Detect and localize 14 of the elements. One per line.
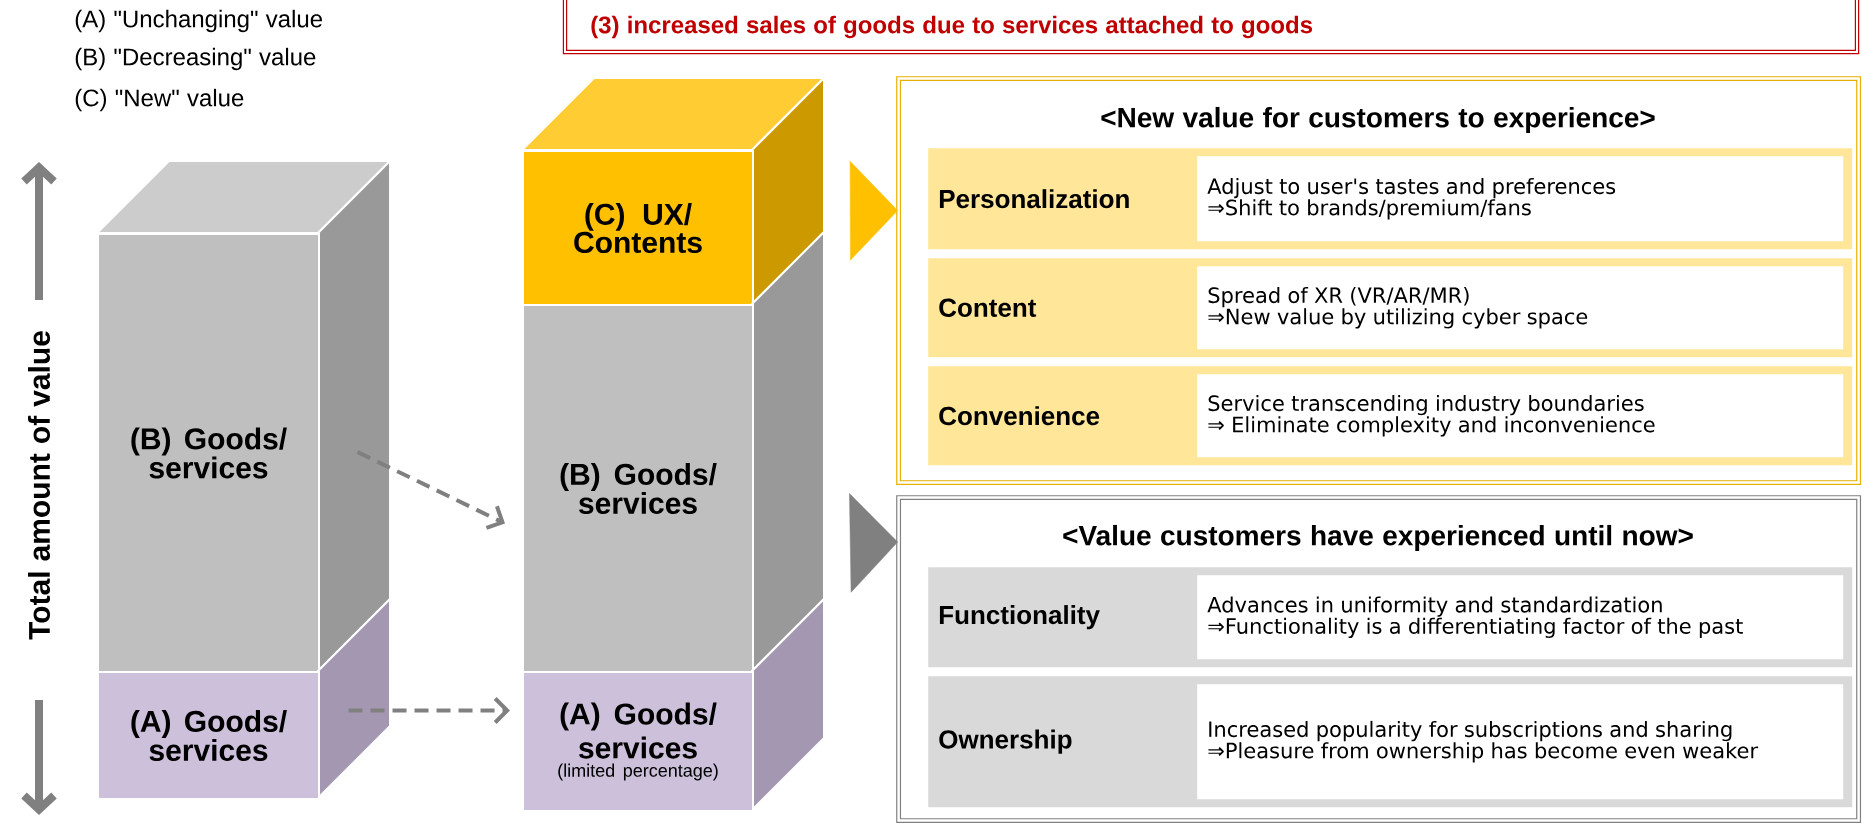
key-text: (B) "Decreasing" value xyxy=(75,47,316,71)
description-box: Increased popularity for subscriptions and sharing ⇒Pleasure from ownership has become even weaker xyxy=(1197,684,1844,800)
description-box: Spread of XR (VR/AR/MR) ⇒New value by utilizing cyber space xyxy=(1197,266,1844,350)
dashed-arrow xyxy=(348,697,510,724)
dashed-arrow xyxy=(356,450,505,530)
axis-title: Total amount of value xyxy=(28,324,51,646)
note-box: (3) increased sales of goods due to services attached to goods xyxy=(562,0,1860,55)
chevron-arrow xyxy=(849,161,898,261)
description-box: Advances in uniformity and standardization ⇒Functionality is a differentiating factor of the past xyxy=(1197,575,1844,660)
key-text: (A) "Unchanging" value xyxy=(75,9,322,33)
chevron-arrow xyxy=(849,493,898,593)
key-text: (C) "New" value xyxy=(75,88,244,112)
description-box: Adjust to user's tastes and preferences ⇒Shift to brands/premium/fans xyxy=(1197,156,1844,242)
description-box: Service transcending industry boundaries ⇒ Eliminate complexity and inconvenience xyxy=(1197,374,1844,458)
